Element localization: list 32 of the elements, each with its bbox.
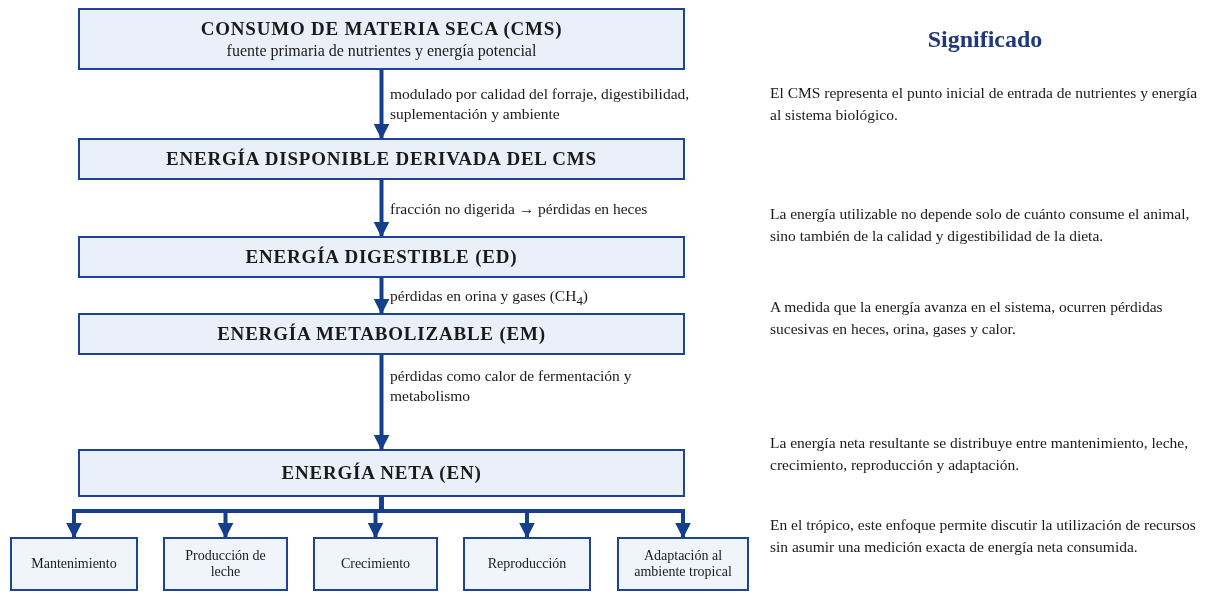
note-paragraph: A medida que la energía avanza en el sistema, ocurren pérdidas sucesivas en heces, orina, gases y calor.	[770, 297, 1164, 339]
process-box	[78, 449, 685, 497]
box-title: Mantenimiento	[30, 555, 118, 573]
box-subtitle: fuente primaria de nutrientes y energía potencial	[226, 40, 537, 60]
process-box	[78, 8, 685, 70]
outcome-box	[313, 537, 438, 591]
process-box	[78, 236, 685, 278]
arrow	[373, 180, 390, 238]
box-title: ENERGÍA NETA (EN)	[281, 461, 482, 485]
outcome-box	[10, 537, 138, 591]
note-paragraph: La energía utilizable no depende solo de cuánto consume el animal, sino también de la calidad y digestibilidad de la dieta.	[770, 204, 1191, 246]
note-paragraph: La energía neta resultante se distribuye entre mantenimiento, leche, crecimiento, reproducción y adaptación.	[770, 433, 1190, 475]
outcome-box	[617, 537, 749, 591]
box-title: ENERGÍA DIGESTIBLE (ED)	[245, 245, 518, 269]
arrow	[373, 355, 390, 451]
outcome-box	[463, 537, 591, 591]
note-paragraph: El CMS representa el punto inicial de entrada de nutrientes y energía al sistema biológico.	[770, 83, 1199, 125]
box-title: Reproducción	[486, 555, 568, 573]
note-paragraph: En el trópico, este enfoque permite discutir la utilización de recursos sin asumir una medición exacta de energía neta consumida.	[770, 515, 1197, 557]
box-title: ENERGÍA METABOLIZABLE (EM)	[217, 322, 546, 346]
section-heading: Significado	[926, 25, 1044, 54]
arrow	[373, 70, 390, 140]
arrow	[379, 497, 691, 539]
process-box	[78, 313, 685, 355]
process-box	[78, 138, 685, 180]
outcome-box	[163, 537, 288, 591]
box-title: ENERGÍA DISPONIBLE DERIVADA DEL CMS	[166, 147, 597, 171]
box-title: Adaptación al ambiente tropical	[633, 547, 733, 581]
box-title: Crecimiento	[339, 555, 412, 573]
box-title: Producción de leche	[184, 547, 267, 581]
arrow	[373, 278, 390, 315]
box-title: CONSUMO DE MATERIA SECA (CMS)	[200, 18, 563, 41]
